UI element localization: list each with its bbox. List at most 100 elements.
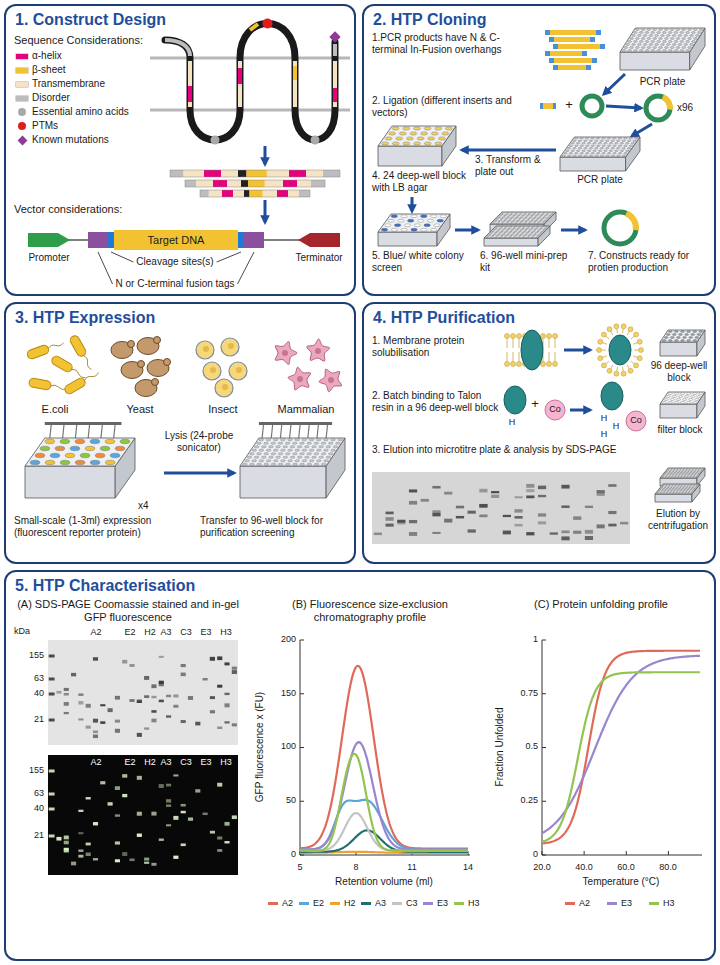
well <box>307 453 312 455</box>
transmembrane-segment <box>293 61 297 107</box>
well <box>531 232 534 234</box>
well <box>503 227 506 229</box>
gel-band <box>166 824 171 826</box>
well <box>679 484 681 486</box>
well <box>502 212 505 214</box>
well <box>671 475 673 477</box>
well <box>293 463 298 465</box>
gel-band <box>64 848 69 850</box>
well <box>528 230 531 232</box>
detergent-head <box>614 371 619 376</box>
nucleus <box>236 367 242 373</box>
well <box>643 44 647 46</box>
well <box>688 487 690 489</box>
well <box>567 147 570 149</box>
well <box>595 140 598 142</box>
gel-band <box>217 836 222 839</box>
construct-segment <box>222 190 233 197</box>
well <box>309 449 314 451</box>
well <box>674 50 678 52</box>
well <box>687 471 689 473</box>
gel-band <box>224 693 229 695</box>
well <box>687 475 689 477</box>
flow-arrow <box>570 409 590 412</box>
gel-band <box>468 511 476 514</box>
pcr-product <box>545 51 587 56</box>
well <box>514 235 517 237</box>
flow-arrow <box>604 74 625 94</box>
annotation-label: Fraction Unfolded <box>494 708 506 787</box>
box-text: Target DNA <box>148 234 205 246</box>
tick <box>300 801 304 802</box>
gel-band <box>166 784 171 787</box>
well <box>60 439 70 443</box>
well <box>701 469 703 471</box>
well <box>600 147 603 149</box>
well <box>410 132 417 135</box>
lipid-head <box>547 362 552 367</box>
well <box>691 487 693 489</box>
annotation-label: Terminator <box>295 252 342 264</box>
well <box>683 337 687 339</box>
well <box>686 490 688 492</box>
well <box>496 226 499 228</box>
well <box>120 439 130 443</box>
elution-plate <box>655 484 700 502</box>
well <box>407 137 414 140</box>
well <box>565 150 568 152</box>
well <box>647 47 651 49</box>
overhang <box>553 103 556 109</box>
insect-cell <box>215 379 233 397</box>
well <box>682 487 684 489</box>
legend-item: Essential amino acids <box>16 106 129 118</box>
well <box>45 460 55 464</box>
annotation-label: 4. 24 deep-well block with LB agar <box>372 170 467 194</box>
well <box>678 489 680 491</box>
well <box>513 219 516 221</box>
lipid-head <box>547 334 552 339</box>
annotation-label: 1.PCR products have N & C-terminal In-Fu… <box>372 32 532 56</box>
plate-front <box>378 146 442 166</box>
well <box>691 484 693 486</box>
well <box>693 29 697 31</box>
annotation-label: (A) SDS-PAGE Coomassie stained and in-ge… <box>12 598 244 624</box>
well <box>651 50 655 52</box>
gel-band <box>115 720 120 723</box>
gel-band <box>137 733 142 737</box>
well <box>257 453 262 455</box>
gel-band <box>78 832 83 834</box>
well <box>672 487 674 489</box>
well <box>431 132 438 135</box>
well <box>695 337 699 339</box>
well <box>669 487 671 489</box>
lipid-tail <box>507 338 508 348</box>
well <box>517 219 520 221</box>
well <box>685 470 687 472</box>
well <box>259 460 264 462</box>
well <box>674 402 678 404</box>
well <box>699 393 703 395</box>
gel-band <box>432 532 440 534</box>
well <box>702 468 704 470</box>
well <box>669 484 671 486</box>
well <box>110 453 120 457</box>
well <box>531 219 534 221</box>
detergent-head <box>614 324 619 329</box>
legend-text: C3 <box>406 898 418 909</box>
sonicator-head <box>45 422 122 425</box>
well <box>681 402 685 404</box>
well <box>671 489 673 491</box>
gel-band <box>78 855 83 858</box>
mammalian-cell <box>307 339 330 361</box>
annotation-label: N or C-terminal fusion tags <box>116 278 235 290</box>
well <box>686 32 690 34</box>
well <box>328 453 333 455</box>
well <box>414 224 420 227</box>
well <box>513 215 516 217</box>
fsec-trace <box>300 666 468 849</box>
well <box>499 215 502 217</box>
well <box>639 50 643 52</box>
well <box>427 219 433 222</box>
well <box>404 224 410 227</box>
well <box>689 473 691 475</box>
